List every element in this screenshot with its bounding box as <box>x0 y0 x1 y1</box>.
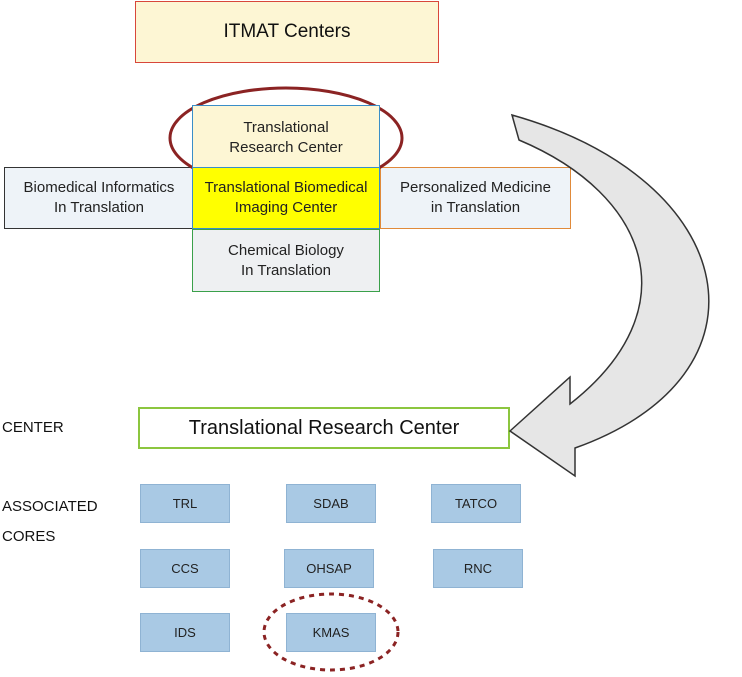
trc-box: Translational Research Center <box>192 105 380 170</box>
cbt-line2: In Translation <box>240 261 332 279</box>
trc-line1: Translational <box>243 118 329 136</box>
tbi-box: Translational Biomedical Imaging Center <box>192 167 380 229</box>
bmi-box: Biomedical Informatics In Translation <box>4 167 194 229</box>
center-label: CENTER <box>2 419 64 436</box>
cbt-line1: Chemical Biology <box>228 241 344 259</box>
bmi-line1: Biomedical Informatics <box>23 179 175 196</box>
bmi-line2: In Translation <box>53 199 145 216</box>
tbi-line1: Translational Biomedical <box>204 179 368 196</box>
center-name-box: Translational Research Center <box>138 407 510 449</box>
cores-label-line2: CORES <box>2 528 56 545</box>
trc-line2: Research Center <box>229 138 343 156</box>
core-ids: IDS <box>140 613 230 652</box>
tbi-line2: Imaging Center <box>234 199 338 216</box>
core-ccs: CCS <box>140 549 230 588</box>
cbt-box: Chemical Biology In Translation <box>192 229 380 292</box>
pmt-line2: in Translation <box>430 199 521 216</box>
core-sdab: SDAB <box>286 484 376 523</box>
core-trl: TRL <box>140 484 230 523</box>
core-tatco: TATCO <box>431 484 521 523</box>
core-rnc: RNC <box>433 549 523 588</box>
itmat-centers-title: ITMAT Centers <box>135 1 439 63</box>
cores-label-line1: ASSOCIATED <box>2 498 98 515</box>
core-ohsap: OHSAP <box>284 549 374 588</box>
pmt-line1: Personalized Medicine <box>400 179 551 196</box>
core-kmas: KMAS <box>286 613 376 652</box>
pmt-box: Personalized Medicine in Translation <box>380 167 571 229</box>
